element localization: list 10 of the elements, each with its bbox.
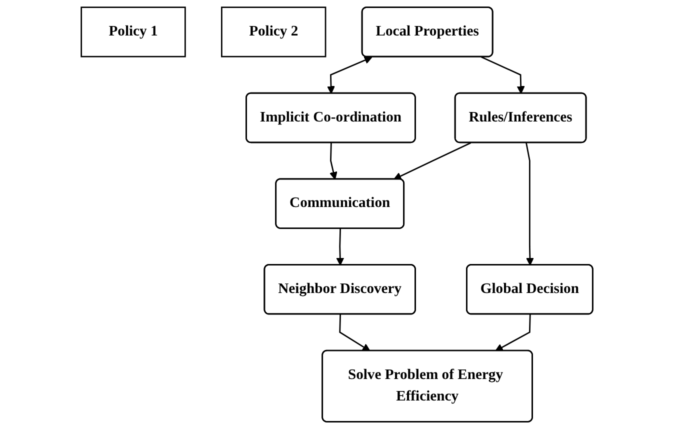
arrow — [330, 142, 338, 180]
arrow — [481, 56, 525, 94]
node-box: Policy 1 — [80, 6, 186, 58]
arrow — [526, 142, 534, 266]
node-box: Policy 2 — [221, 6, 326, 58]
arrow — [495, 314, 531, 352]
arrow — [394, 142, 472, 180]
arrow — [336, 228, 344, 266]
arrow — [327, 56, 372, 94]
arrow — [339, 314, 370, 352]
